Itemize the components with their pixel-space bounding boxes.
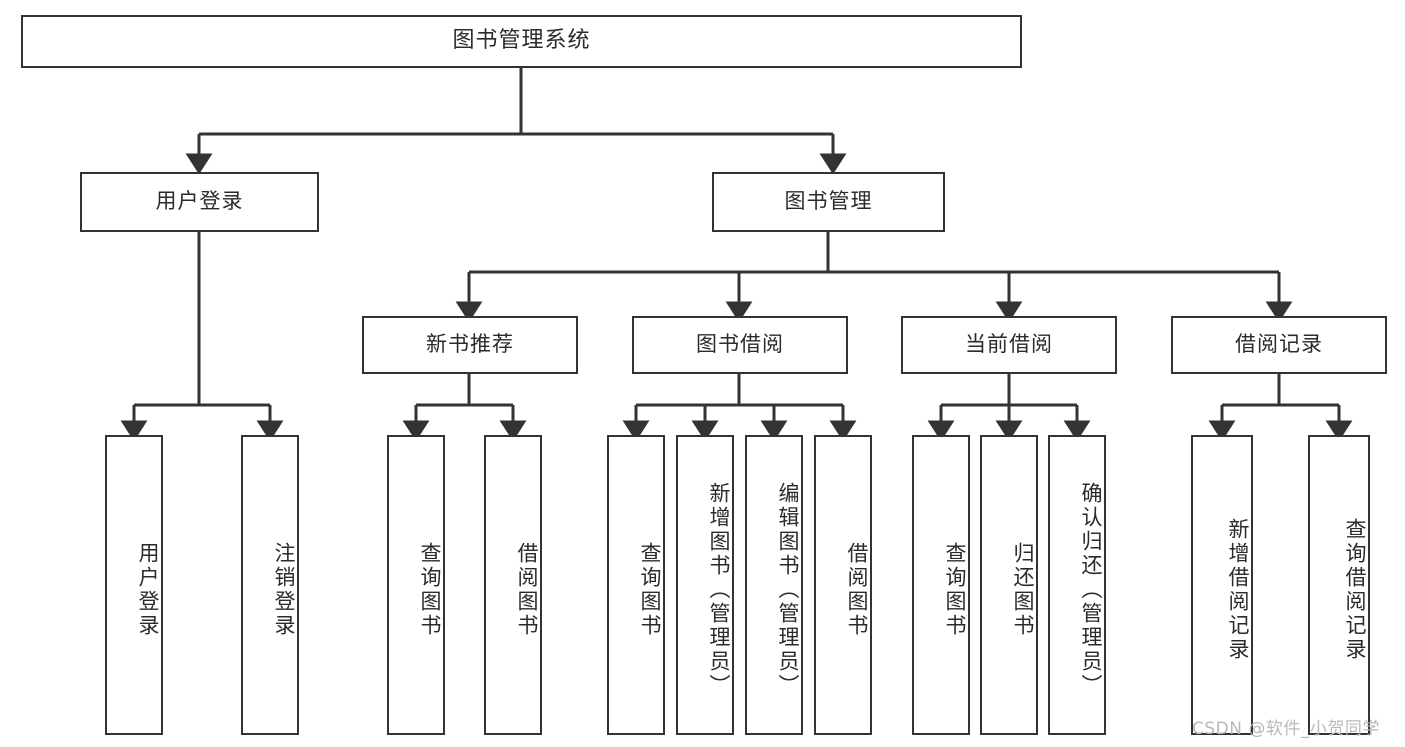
node-book-management[interactable]: 图书管理: [712, 172, 945, 232]
node-new-book-recommend[interactable]: 新书推荐: [362, 316, 578, 374]
leaf-book-borrow-borrow-book[interactable]: 借阅图书: [814, 435, 872, 735]
leaf-user-login-logout[interactable]: 注销登录: [241, 435, 299, 735]
node-root-book-management-system[interactable]: 图书管理系统: [21, 15, 1022, 68]
leaf-book-borrow-query-book[interactable]: 查询图书: [607, 435, 665, 735]
leaf-book-borrow-edit-book-admin[interactable]: 编辑图书（管理员）: [745, 435, 803, 735]
node-borrow-record[interactable]: 借阅记录: [1171, 316, 1387, 374]
leaf-current-borrow-query-book[interactable]: 查询图书: [912, 435, 970, 735]
leaf-current-borrow-return-book[interactable]: 归还图书: [980, 435, 1038, 735]
leaf-new-book-query-book[interactable]: 查询图书: [387, 435, 445, 735]
leaf-user-login-login[interactable]: 用户登录: [105, 435, 163, 735]
leaf-borrow-record-query-record[interactable]: 查询借阅记录: [1308, 435, 1370, 735]
leaf-borrow-record-add-record[interactable]: 新增借阅记录: [1191, 435, 1253, 735]
leaf-current-borrow-confirm-return-admin[interactable]: 确认归还（管理员）: [1048, 435, 1106, 735]
leaf-new-book-borrow-book[interactable]: 借阅图书: [484, 435, 542, 735]
leaf-book-borrow-add-book-admin[interactable]: 新增图书（管理员）: [676, 435, 734, 735]
node-user-login[interactable]: 用户登录: [80, 172, 319, 232]
node-book-borrow[interactable]: 图书借阅: [632, 316, 848, 374]
csdn-watermark: CSDN @软件_小贺同学: [1192, 719, 1380, 739]
node-current-borrow[interactable]: 当前借阅: [901, 316, 1117, 374]
